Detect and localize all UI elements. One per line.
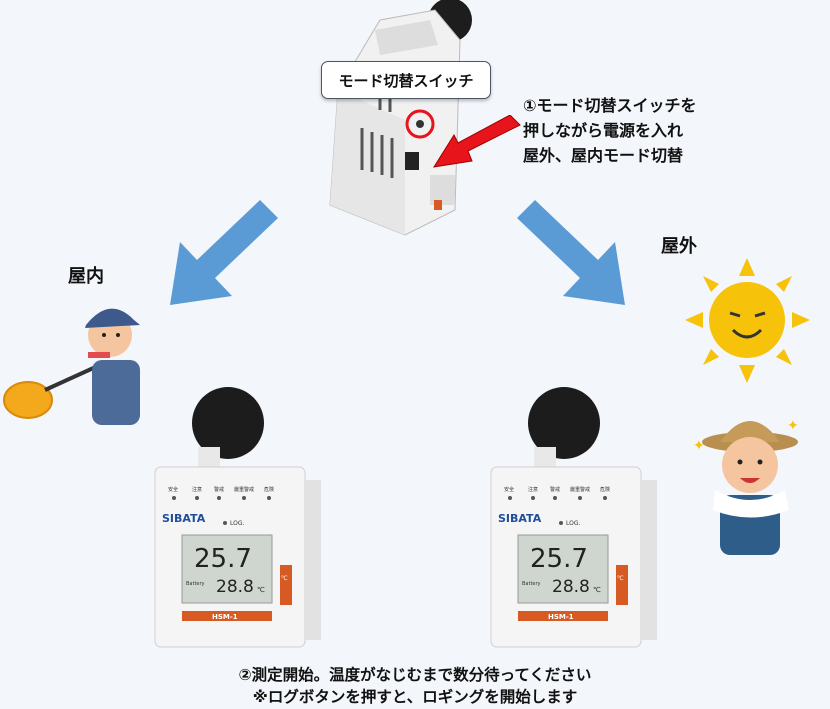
- unit-button: [280, 565, 292, 605]
- bottom-caption: ②測定開始。温度がなじむまで数分待ってください ※ログボタンを押すと、ロギングを…: [0, 664, 830, 708]
- outdoor-worker-illustration: ✦ ✦: [693, 418, 799, 555]
- indicator-label: 注意: [528, 486, 538, 493]
- globe-sensor-icon: [192, 387, 264, 459]
- battery-label: Battery: [522, 581, 541, 587]
- indicator-label: 危険: [600, 486, 610, 493]
- indicator-leds: 安全 注意 警戒 厳重警戒 危険: [168, 486, 274, 500]
- indicator-label: 警戒: [550, 486, 560, 493]
- globe-sensor-icon: [528, 387, 600, 459]
- sub-reading: 28.8: [216, 577, 254, 597]
- indicator-label: 厳重警戒: [234, 486, 254, 493]
- model-label: HSM-1: [212, 613, 238, 621]
- indicator-leds: 安全 注意 警戒 厳重警戒 危険: [504, 486, 610, 500]
- instruction-line-1: ①モード切替スイッチを: [523, 96, 697, 115]
- power-switch: [405, 152, 419, 170]
- indoor-device: 安全 注意 警戒 厳重警戒 危険 SIBATA LOG. 25.7 Batter…: [154, 387, 321, 648]
- sub-reading: 28.8: [552, 577, 590, 597]
- indoor-label: 屋内: [68, 266, 104, 287]
- lcd-screen: [517, 534, 609, 604]
- switch-callout: モード切替スイッチ: [321, 61, 491, 99]
- red-arrow: [432, 115, 521, 168]
- instruction-line-2: 押しながら電源を入れ: [523, 121, 684, 140]
- indicator-label: 安全: [504, 486, 514, 493]
- caption-line-1: ②測定開始。温度がなじむまで数分待ってください: [238, 666, 592, 684]
- log-button: [223, 521, 227, 525]
- indicator-label: 厳重警戒: [570, 486, 590, 493]
- outdoor-device: 安全 注意 警戒 厳重警戒 危険 SIBATA LOG. 25.7 Batter…: [490, 387, 657, 648]
- unit-label: ℃: [593, 586, 601, 594]
- unit-label: ℃: [257, 586, 265, 594]
- brand-logo: SIBATA: [162, 512, 206, 525]
- main-reading: 25.7: [530, 544, 588, 574]
- battery-label: Battery: [186, 581, 205, 587]
- arrow-to-outdoor: [517, 200, 625, 305]
- log-label: LOG.: [230, 520, 245, 527]
- sun-illustration: [685, 258, 810, 383]
- main-reading: 25.7: [194, 544, 252, 574]
- unit-button: [616, 565, 628, 605]
- switch-callout-text: モード切替スイッチ: [338, 71, 474, 90]
- brand-logo: SIBATA: [498, 512, 542, 525]
- caption-line-2: ※ログボタンを押すと、ロギングを開始します: [252, 688, 578, 706]
- indicator-label: 安全: [168, 486, 178, 493]
- svg-text:℃: ℃: [281, 575, 288, 582]
- outdoor-label: 屋外: [661, 236, 697, 257]
- indicator-label: 警戒: [214, 486, 224, 493]
- glass-bubble-icon: [3, 381, 53, 419]
- instruction-line-3: 屋外、屋内モード切替: [523, 146, 684, 165]
- indicator-label: 注意: [192, 486, 202, 493]
- log-label: LOG.: [566, 520, 581, 527]
- mode-switch-highlight: [405, 109, 435, 139]
- svg-text:✦: ✦: [787, 418, 799, 434]
- indicator-label: 危険: [264, 486, 274, 493]
- svg-text:✦: ✦: [693, 438, 705, 454]
- log-button: [559, 521, 563, 525]
- arrow-to-indoor: [170, 200, 278, 305]
- instruction-text: ①モード切替スイッチを 押しながら電源を入れ 屋外、屋内モード切替: [523, 93, 697, 168]
- lcd-screen: [181, 534, 273, 604]
- model-label: HSM-1: [548, 613, 574, 621]
- indoor-worker-illustration: [3, 308, 140, 425]
- svg-text:℃: ℃: [617, 575, 624, 582]
